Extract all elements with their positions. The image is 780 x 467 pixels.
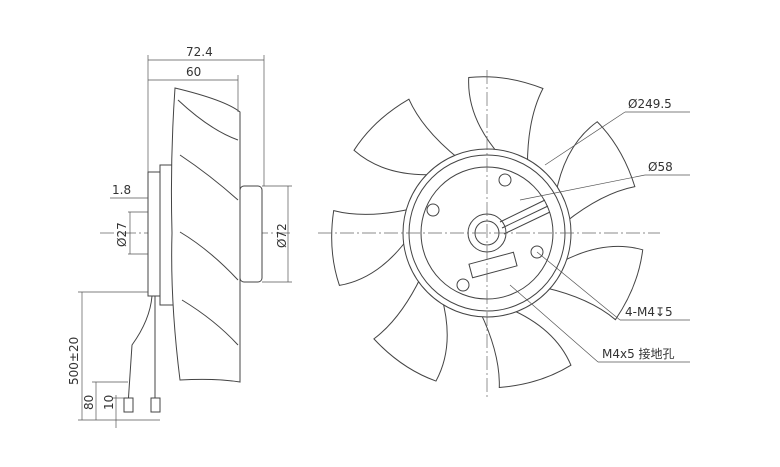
- blade-profile: [170, 87, 241, 383]
- label-plate: [468, 251, 518, 279]
- dim-10: 10: [102, 395, 116, 410]
- mount-hole[interactable]: [498, 173, 512, 187]
- dim-ground-hole: M4x5 接地孔: [602, 346, 675, 361]
- cable: [127, 295, 156, 406]
- front-view: Ø249.5 Ø58 4-M4↧5 M4x5 接地孔: [318, 70, 690, 400]
- dim-cable-length: 500±20: [67, 337, 81, 385]
- mount-plate: [147, 171, 161, 297]
- dim-dia-72: Ø72: [275, 223, 289, 248]
- fan-blade: [353, 98, 460, 176]
- fan-blade: [543, 245, 644, 321]
- dim-mount-holes: 4-M4↧5: [625, 305, 673, 319]
- dim-1-8: 1.8: [112, 183, 131, 197]
- dim-dia-27: Ø27: [115, 222, 129, 247]
- side-view: 72.4 60 1.8 Ø27 Ø72 500±20 80 10: [67, 45, 292, 428]
- terminal: [150, 397, 161, 413]
- cable-channel: [499, 199, 551, 235]
- fan-blade: [554, 121, 636, 224]
- mount-hole[interactable]: [426, 203, 440, 217]
- dim-72-4: 72.4: [186, 45, 213, 59]
- blade-edges: [177, 99, 239, 346]
- dim-80: 80: [82, 395, 96, 410]
- dim-hub-dia: Ø58: [648, 160, 673, 174]
- dim-fan-dia: Ø249.5: [628, 97, 672, 111]
- mount-hole[interactable]: [530, 245, 544, 259]
- dim-60: 60: [186, 65, 201, 79]
- fan-blade: [331, 208, 413, 286]
- mount-hole[interactable]: [456, 278, 470, 292]
- terminal: [123, 397, 134, 413]
- motor-cap: [239, 185, 263, 283]
- fan-blade: [373, 275, 448, 382]
- fan-blade: [479, 307, 572, 388]
